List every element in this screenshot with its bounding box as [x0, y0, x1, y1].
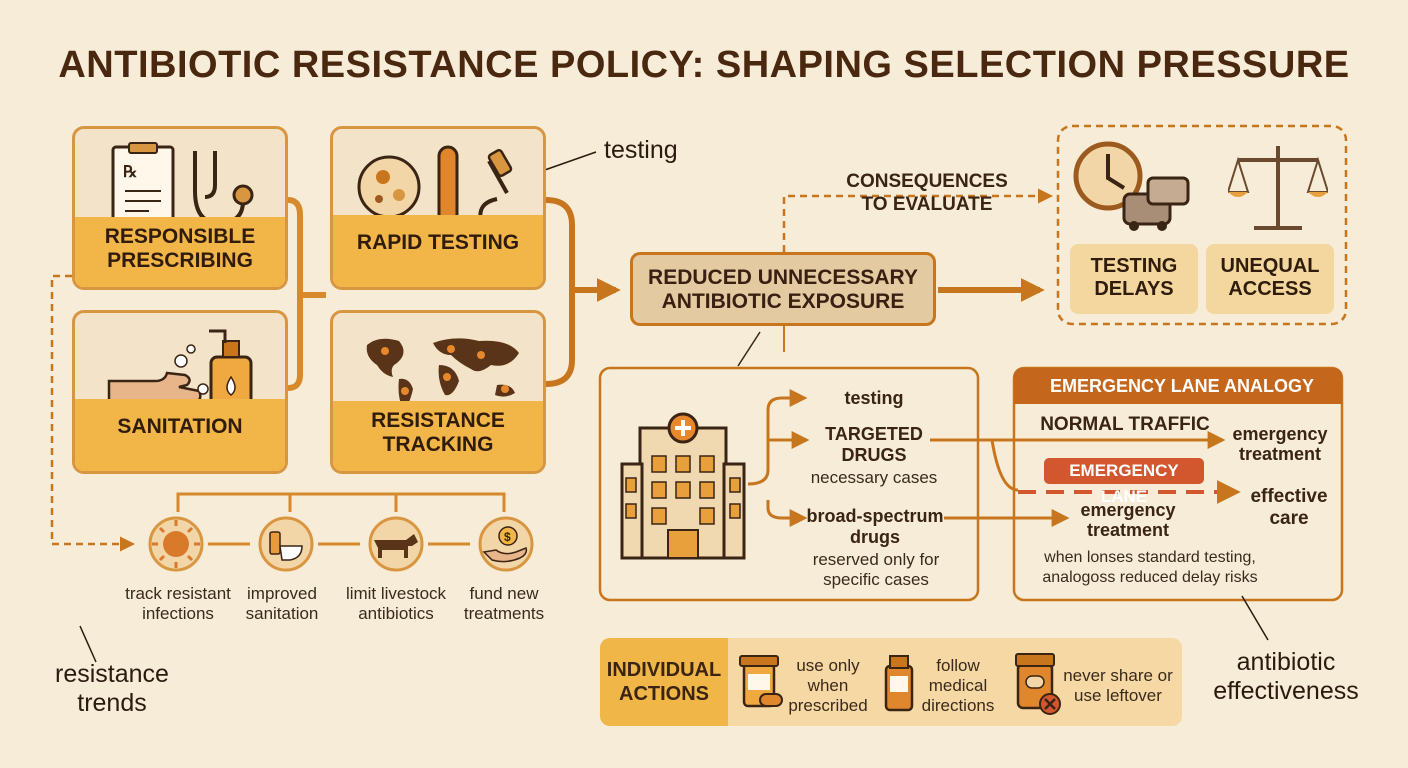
- consequences-label: CONSEQUENCES TO EVALUATE: [846, 171, 1008, 215]
- testing-callout: testing: [604, 136, 678, 164]
- outcome-box: REDUCED UNNECESSARY ANTIBIOTIC EXPOSURE: [630, 252, 936, 326]
- measure-improved-sanitation: improved sanitation: [245, 584, 319, 623]
- individual-actions-bar: INDIVIDUAL ACTIONS use only when prescri…: [600, 638, 1182, 726]
- outcome-diag-line: [737, 331, 761, 367]
- brace-left: [287, 197, 303, 391]
- balance-scale-icon: [1228, 146, 1328, 230]
- consequence-unequal-access: UNEQUAL ACCESS: [1206, 244, 1334, 314]
- broad-spectrum-drugs: broad-spectrum drugs: [806, 506, 944, 547]
- page-title: ANTIBIOTIC RESISTANCE POLICY: SHAPING SE…: [58, 44, 1350, 86]
- individual-actions-label: INDIVIDUAL ACTIONS: [600, 638, 728, 726]
- measures-bracket: [176, 492, 506, 512]
- lab-testing-icon: [357, 145, 521, 225]
- hospital-box-outline: [598, 366, 980, 602]
- measure-track-infections: track resistant infections: [125, 584, 231, 623]
- lane-analogy-header: EMERGENCY LANE ANALOGY: [1014, 368, 1342, 404]
- normal-traffic-result: emergency treatment: [1232, 424, 1328, 464]
- world-map-icon: [366, 338, 519, 409]
- clock-traffic-icon: [1073, 141, 1190, 231]
- strategy-card-testing: RAPID TESTING: [330, 126, 546, 290]
- lane-emergency-treatment: emergency treatment: [1080, 500, 1176, 540]
- trends-callout-line: [79, 625, 97, 663]
- strategy-card-tracking: RESISTANCE TRACKING: [330, 310, 546, 474]
- pill-bottle-icon: [739, 655, 783, 708]
- resistance-trends-callout: resistance trends: [55, 660, 169, 717]
- virus-icon: [148, 516, 204, 572]
- broad-spectrum-note: reserved only for specific cases: [812, 550, 940, 589]
- prescription-stethoscope-icon: ℞: [111, 142, 254, 229]
- strategy-label-prescribing: RESPONSIBLE PRESCRIBING: [75, 217, 285, 287]
- strategy-label-tracking: RESISTANCE TRACKING: [333, 401, 543, 471]
- brace-right: [545, 197, 575, 387]
- measure-fund-treatments: fund new treatments: [463, 584, 545, 623]
- action-never-share: never share or use leftover: [1063, 666, 1173, 705]
- targeted-drugs-note: necessary cases: [810, 468, 938, 487]
- measures-bracket-mid: [288, 494, 398, 512]
- medicine-bottle-icon: [884, 655, 914, 712]
- hospital-testing: testing: [844, 388, 904, 408]
- targeted-drugs: TARGETED DRUGS: [825, 424, 923, 465]
- toilet-icon: [258, 516, 314, 572]
- hospital-icon: [620, 412, 746, 560]
- measure-limit-livestock: limit livestock antibiotics: [345, 584, 447, 623]
- antibiotic-effectiveness-callout: antibiotic effectiveness: [1213, 648, 1359, 705]
- effectiveness-callout-line: [1241, 595, 1269, 641]
- strategy-label-testing: RAPID TESTING: [333, 215, 543, 287]
- dashed-consequences: [782, 188, 1053, 252]
- consequences-box-outline: [1056, 124, 1348, 326]
- cow-icon: [368, 516, 424, 572]
- lane-analogy-caption: when lonses standard testing, analogoss …: [1042, 549, 1258, 586]
- action-use-prescribed: use only when prescribed: [788, 656, 868, 715]
- normal-traffic-label: NORMAL TRAFFIC: [1040, 414, 1210, 435]
- svg-text:$: $: [504, 530, 511, 544]
- emergency-lane-pill: EMERGENCY LANE: [1044, 458, 1204, 506]
- effective-care-label: effective care: [1250, 486, 1328, 529]
- svg-text:℞: ℞: [123, 164, 137, 181]
- strategy-card-prescribing: ℞ RESPONSIBLE PRESCRIBING: [72, 126, 288, 290]
- dashed-loop: [50, 274, 135, 552]
- funding-hand-icon: $: [478, 516, 534, 572]
- consequence-testing-delays: TESTING DELAYS: [1070, 244, 1198, 314]
- no-share-pills-icon: [1015, 653, 1061, 715]
- strategy-card-sanitation: SANITATION: [72, 310, 288, 474]
- hospital-branches: [747, 396, 806, 518]
- strategy-label-sanitation: SANITATION: [75, 399, 285, 471]
- action-follow-directions: follow medical directions: [921, 656, 995, 715]
